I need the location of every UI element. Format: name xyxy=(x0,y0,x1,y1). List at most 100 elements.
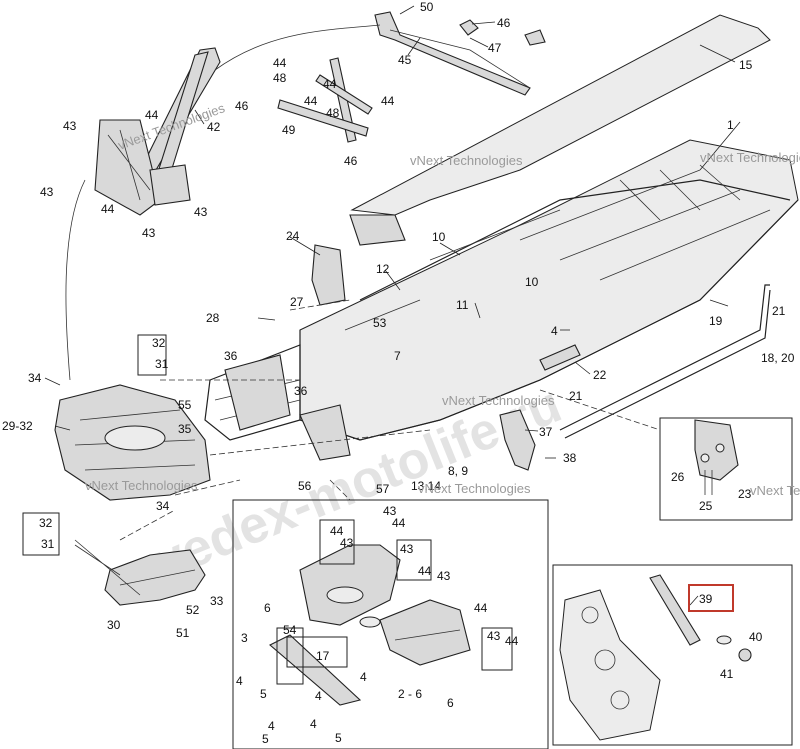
watermark-text: vNext Technologies xyxy=(700,150,800,165)
callout-44: 44 xyxy=(101,202,115,216)
callout-3: 3 xyxy=(241,631,248,645)
callout-37: 37 xyxy=(539,425,553,439)
callout-25: 25 xyxy=(699,499,713,513)
callout-12: 12 xyxy=(376,262,390,276)
callout-41: 41 xyxy=(720,667,734,681)
callout-43: 43 xyxy=(40,185,54,199)
callout-10: 10 xyxy=(525,275,539,289)
callout-22: 22 xyxy=(593,368,607,382)
callout-4: 4 xyxy=(268,719,275,733)
callout-38: 38 xyxy=(563,451,577,465)
callout-39: 39 xyxy=(699,592,713,606)
callout-28: 28 xyxy=(206,311,220,325)
callout-10: 10 xyxy=(432,230,446,244)
reference-lines xyxy=(119,299,661,541)
link-rods xyxy=(277,57,373,143)
callout-26: 26 xyxy=(671,470,685,484)
callout-4: 4 xyxy=(315,689,322,703)
watermark-text: vNext Technologies xyxy=(442,393,555,408)
callout-11: 11 xyxy=(456,298,469,312)
callout-35: 35 xyxy=(178,422,192,436)
callout-24: 24 xyxy=(286,229,300,243)
callout-1: 1 xyxy=(727,118,734,132)
callout-51: 51 xyxy=(176,626,190,640)
callout-57: 57 xyxy=(376,482,390,496)
callout-43: 43 xyxy=(487,629,501,643)
callout-48: 48 xyxy=(326,106,340,120)
callout-46: 46 xyxy=(497,16,511,30)
callout-32: 32 xyxy=(152,336,166,350)
footrest-part xyxy=(539,344,581,371)
callout-4: 4 xyxy=(360,670,367,684)
callout-29-32: 29-32 xyxy=(2,419,33,433)
callout-43: 43 xyxy=(437,569,451,583)
callout-2-6: 2 - 6 xyxy=(398,687,422,701)
callout-45: 45 xyxy=(398,53,412,67)
front-bulkhead xyxy=(54,384,211,501)
callout-43: 43 xyxy=(400,542,414,556)
callout-44: 44 xyxy=(323,77,337,91)
callout-46: 46 xyxy=(344,154,358,168)
watermark-text: vNext Technologies xyxy=(410,153,523,168)
callout-43: 43 xyxy=(63,119,77,133)
callout-44: 44 xyxy=(418,564,432,578)
callout-46: 46 xyxy=(235,99,249,113)
watermark-text: vNext Technologies xyxy=(418,481,531,496)
callout-13-14: 13,14 xyxy=(411,479,441,493)
front-lower-bracket xyxy=(74,539,206,606)
leader-curve-top xyxy=(214,24,381,71)
callout-box-31-32-lower xyxy=(22,512,60,556)
callout-50: 50 xyxy=(420,0,434,14)
callout-30: 30 xyxy=(107,618,121,632)
callout-43: 43 xyxy=(340,536,354,550)
callout-53: 53 xyxy=(373,316,387,330)
callout-23: 23 xyxy=(738,487,752,501)
callout-44: 44 xyxy=(273,56,287,70)
detail-box-lower-member xyxy=(232,499,549,749)
rear-bracket xyxy=(499,409,536,471)
callout-4: 4 xyxy=(236,674,243,688)
callout-21: 21 xyxy=(569,389,583,403)
callout-47: 47 xyxy=(488,41,502,55)
side-rail xyxy=(559,284,771,439)
steering-support-assembly xyxy=(94,47,221,216)
highlighted-part-39-box xyxy=(688,584,734,612)
callout-33: 33 xyxy=(210,594,224,608)
callout-6: 6 xyxy=(264,601,271,615)
callout-54: 54 xyxy=(283,623,297,637)
leader-curve-left xyxy=(65,179,86,381)
leader-lines xyxy=(44,5,741,606)
bracket-24 xyxy=(311,244,346,306)
callout-21: 21 xyxy=(772,304,786,318)
cross-member-lower xyxy=(299,404,351,461)
callout-19: 19 xyxy=(709,314,723,328)
callout-44: 44 xyxy=(304,94,318,108)
cross-member-36 xyxy=(224,354,291,431)
callout-17: 17 xyxy=(316,649,330,663)
callout-43: 43 xyxy=(383,504,397,518)
callout-5: 5 xyxy=(262,732,269,746)
callout-15: 15 xyxy=(739,58,753,72)
callout-44: 44 xyxy=(381,94,395,108)
callout-31: 31 xyxy=(41,537,55,551)
callout-32: 32 xyxy=(39,516,53,530)
callout-36: 36 xyxy=(294,384,308,398)
callout-6: 6 xyxy=(447,696,454,710)
callout-27: 27 xyxy=(290,295,304,309)
callout-55: 55 xyxy=(178,398,192,412)
callout-52: 52 xyxy=(186,603,200,617)
callout-18-20: 18, 20 xyxy=(761,351,795,365)
callout-42: 42 xyxy=(207,120,221,134)
callout-5: 5 xyxy=(335,731,342,745)
callout-34: 34 xyxy=(28,371,42,385)
callout-5: 5 xyxy=(260,687,267,701)
callout-44: 44 xyxy=(392,516,406,530)
detail-box-spacer xyxy=(552,564,793,746)
tunnel-frame xyxy=(204,14,799,441)
callout-44: 44 xyxy=(474,601,488,615)
callout-8-9: 8, 9 xyxy=(448,464,468,478)
callout-34: 34 xyxy=(156,499,170,513)
